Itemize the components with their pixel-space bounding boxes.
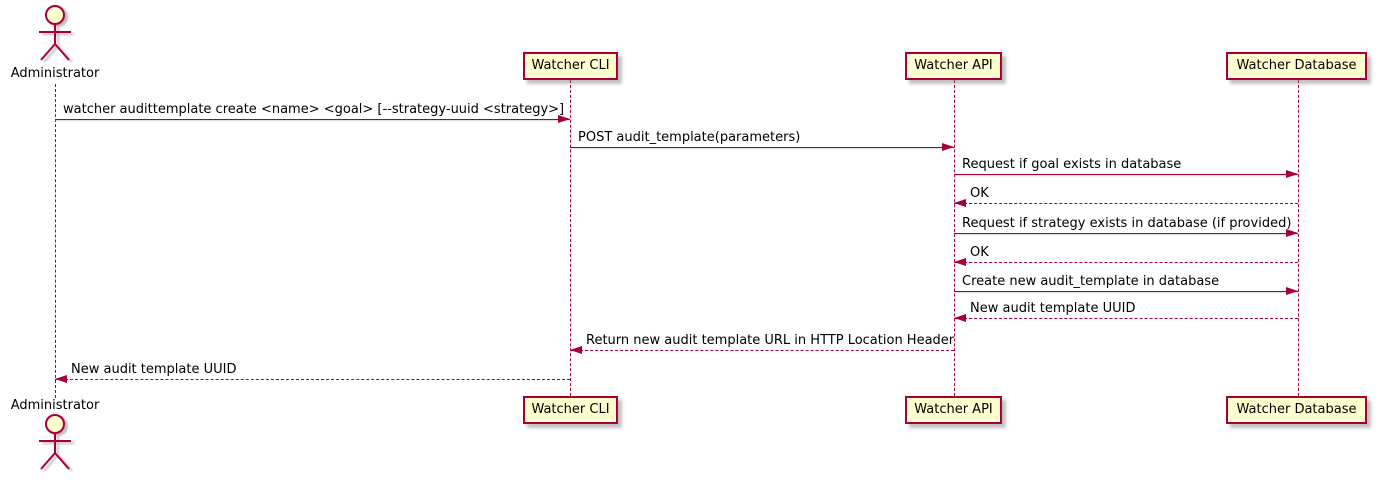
sequence-message: OK	[954, 245, 1298, 266]
sequence-message: Return new audit template URL in HTTP Lo…	[570, 333, 955, 354]
participant-watcher-api-top: Watcher API	[905, 52, 1002, 80]
message-label: Return new audit template URL in HTTP Lo…	[586, 333, 955, 348]
sequence-message: OK	[954, 186, 1298, 207]
arrow-left-icon	[954, 314, 966, 322]
message-line	[954, 229, 1298, 237]
actor-icon	[39, 414, 71, 470]
lifeline-watcher-cli	[570, 80, 571, 396]
sequence-message: watcher audittemplate create <name> <goa…	[55, 102, 570, 123]
sequence-message: POST audit_template(parameters)	[570, 130, 954, 151]
message-line	[954, 287, 1298, 295]
lifeline-watcher-api	[954, 80, 955, 396]
message-line	[954, 314, 1298, 322]
arrow-right-icon	[1286, 229, 1298, 237]
lifeline-watcher-database	[1298, 80, 1299, 396]
message-label: New audit template UUID	[970, 301, 1136, 316]
sequence-message: New audit template UUID	[954, 301, 1298, 322]
message-label: Request if strategy exists in database (…	[962, 216, 1292, 231]
sequence-message: Request if strategy exists in database (…	[954, 216, 1298, 237]
arrow-right-icon	[558, 115, 570, 123]
message-label: OK	[970, 245, 989, 260]
lifeline-administrator	[55, 84, 56, 398]
arrow-right-icon	[942, 143, 954, 151]
participant-watcher-database-top: Watcher Database	[1226, 52, 1367, 80]
arrow-left-icon	[954, 199, 966, 207]
sequence-message: Request if goal exists in database	[954, 157, 1298, 178]
message-label: Request if goal exists in database	[962, 157, 1182, 172]
participant-watcher-cli-bottom: Watcher CLI	[523, 396, 618, 424]
message-line	[954, 170, 1298, 178]
arrow-left-icon	[570, 346, 582, 354]
message-line	[954, 258, 1298, 266]
arrow-left-icon	[55, 375, 67, 383]
message-label: New audit template UUID	[71, 362, 237, 377]
sequence-message: Create new audit_template in database	[954, 274, 1298, 295]
message-line	[55, 115, 570, 123]
participant-administrator-bottom: Administrator	[10, 398, 100, 413]
sequence-message: New audit template UUID	[55, 362, 570, 383]
participant-administrator-top: Administrator	[10, 66, 100, 81]
message-label: Create new audit_template in database	[962, 274, 1220, 289]
participant-watcher-cli-top: Watcher CLI	[523, 52, 618, 80]
actor-icon	[39, 5, 71, 61]
arrow-right-icon	[1286, 170, 1298, 178]
message-line	[570, 143, 954, 151]
message-label: watcher audittemplate create <name> <goa…	[63, 102, 565, 117]
participant-watcher-api-bottom: Watcher API	[905, 396, 1002, 424]
message-label: POST audit_template(parameters)	[578, 130, 801, 145]
message-line	[954, 199, 1298, 207]
message-label: OK	[970, 186, 989, 201]
arrow-left-icon	[954, 258, 966, 266]
message-line	[570, 346, 954, 354]
message-line	[55, 375, 570, 383]
arrow-right-icon	[1286, 287, 1298, 295]
participant-watcher-database-bottom: Watcher Database	[1226, 396, 1367, 424]
